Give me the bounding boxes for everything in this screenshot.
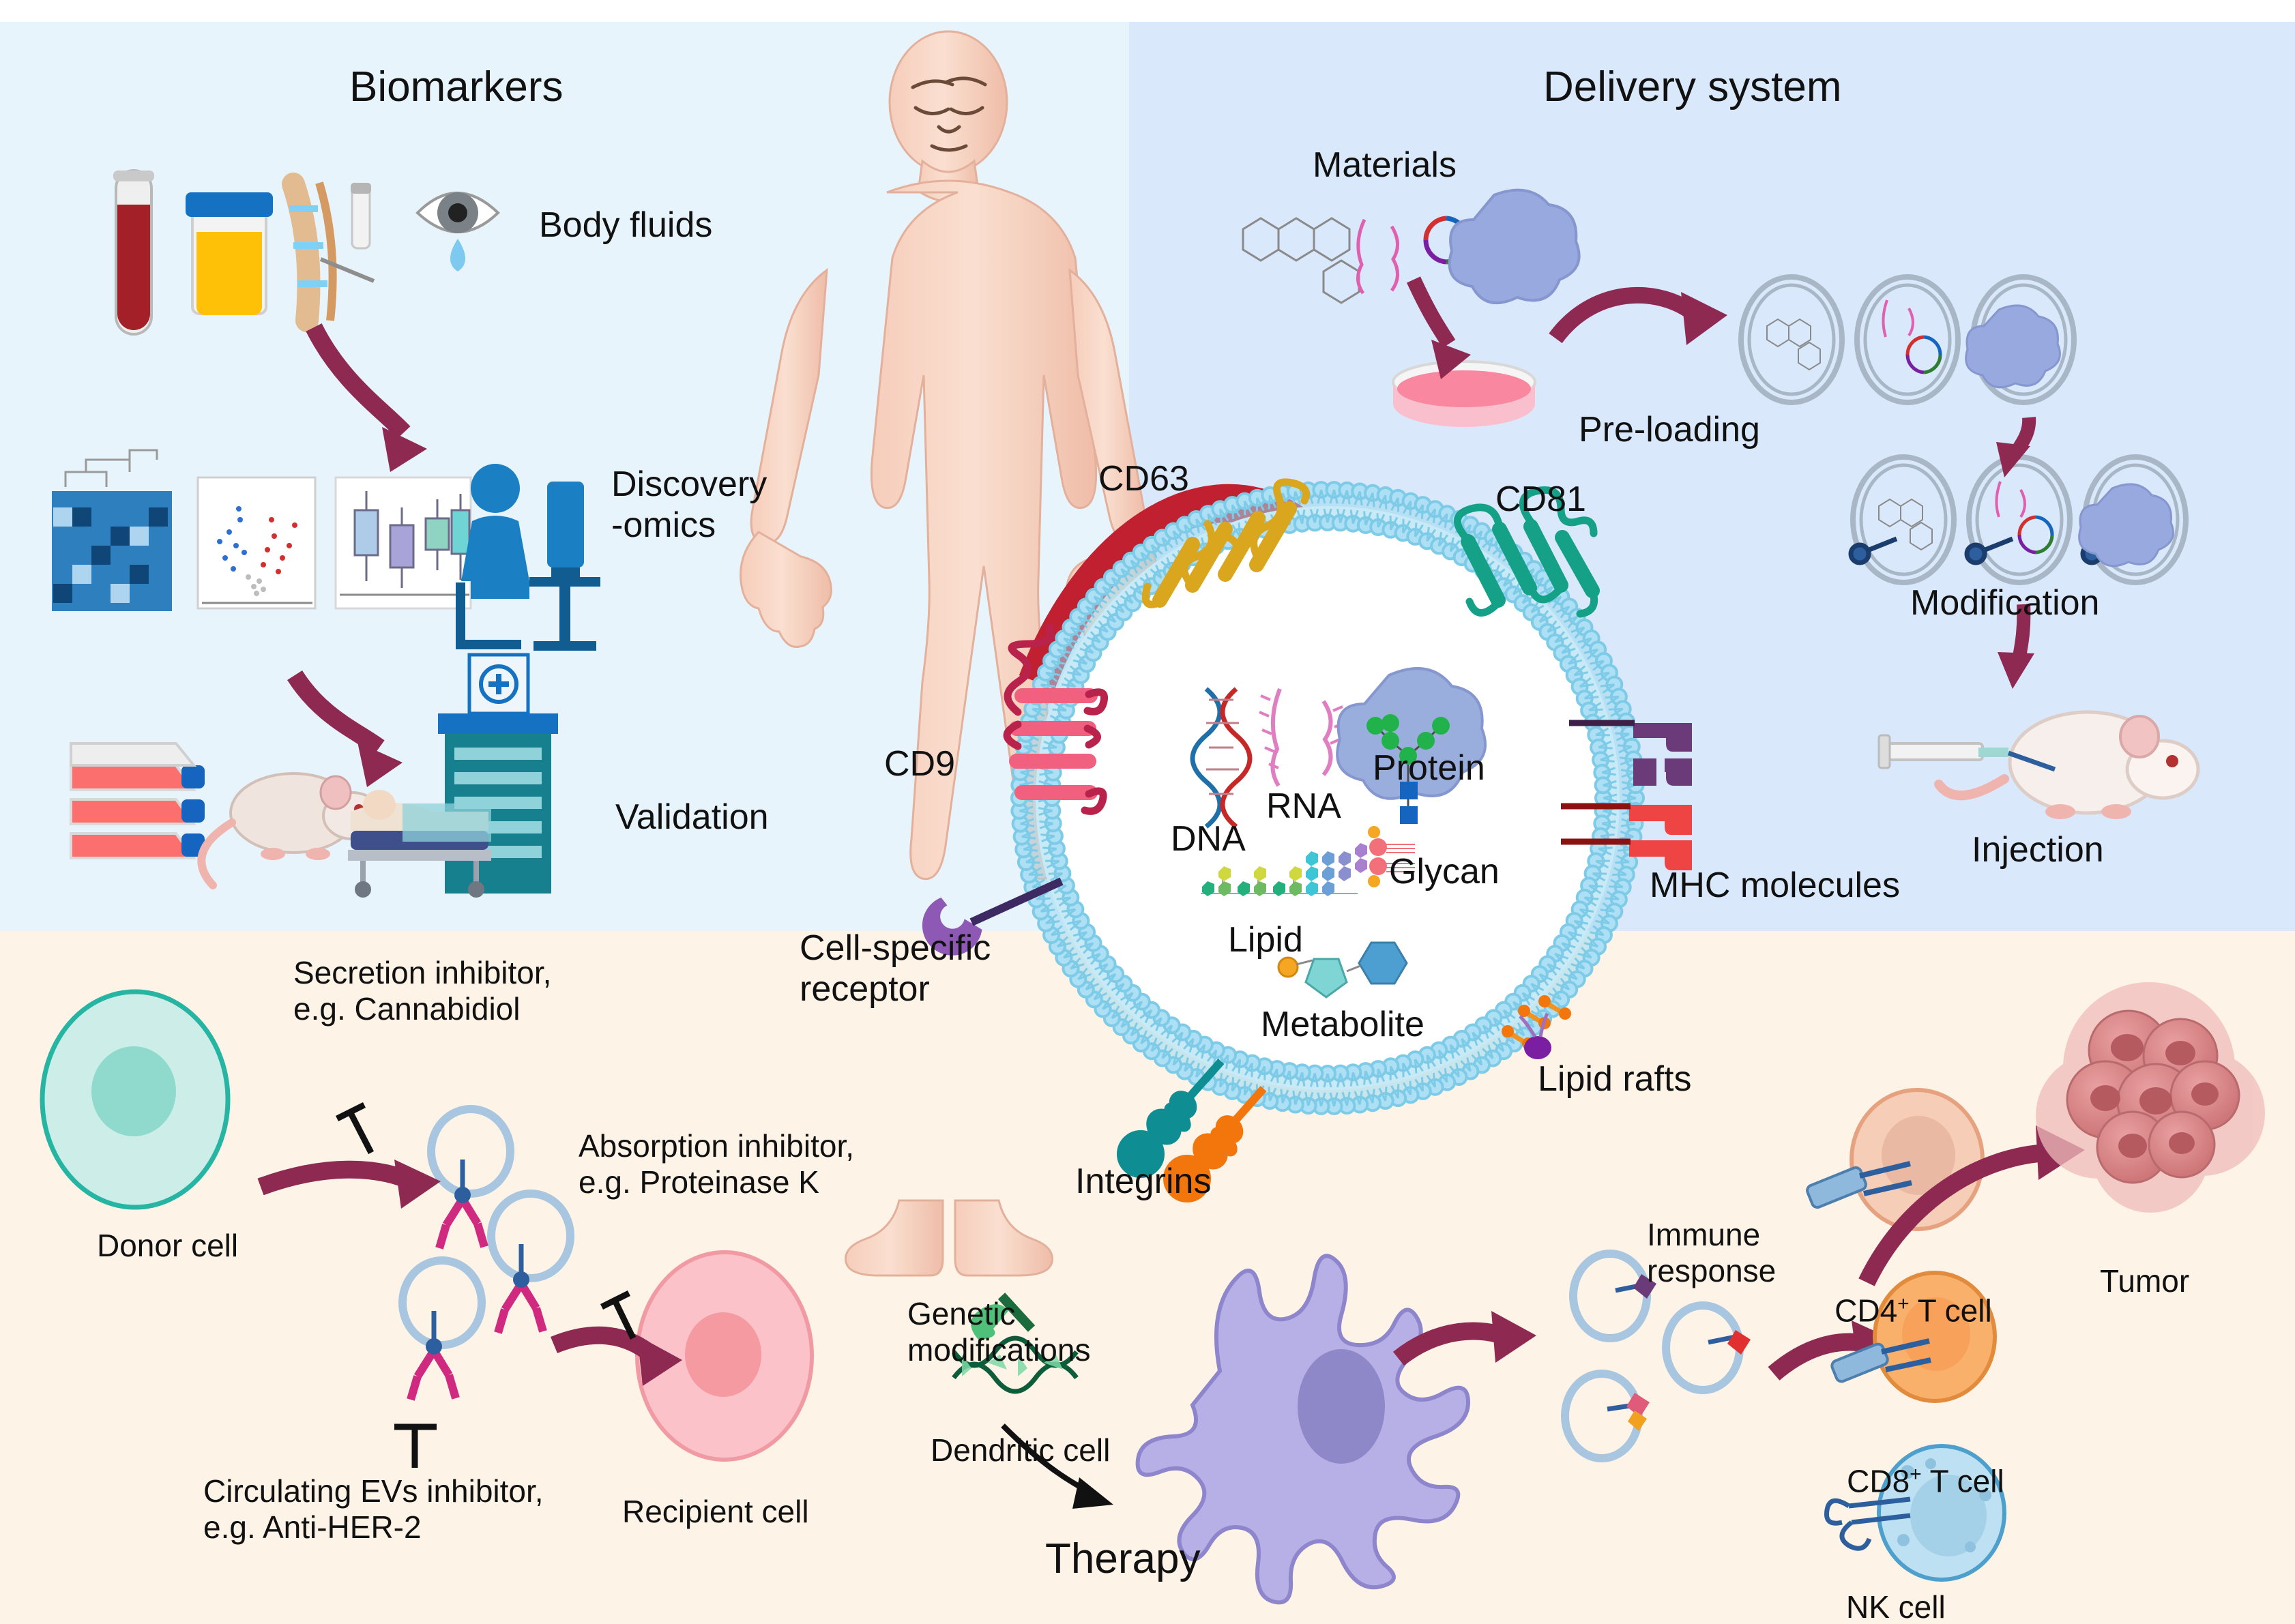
label-lipid: Lipid xyxy=(1228,920,1303,960)
label-body-fluids: Body fluids xyxy=(539,205,713,245)
label-discovery-omics: Discovery -omics xyxy=(611,464,768,546)
label-modification: Modification xyxy=(1910,583,2100,623)
label-pre-loading: Pre-loading xyxy=(1579,410,1760,449)
panel-biomarkers xyxy=(0,22,1129,931)
label-nk-cell: NK cell xyxy=(1846,1589,1946,1624)
label-cd63: CD63 xyxy=(1098,459,1189,499)
label-secretion-inhibitor: Secretion inhibitor, e.g. Cannabidiol xyxy=(293,955,552,1027)
label-dendritic-cell: Dendritic cell xyxy=(931,1432,1111,1468)
label-glycan: Glycan xyxy=(1389,852,1500,891)
label-protein: Protein xyxy=(1373,748,1485,788)
label-cd9: CD9 xyxy=(884,744,956,784)
label-recipient-cell: Recipient cell xyxy=(622,1494,809,1529)
label-cd8-t-cell: CD8+ T cell xyxy=(1847,1463,2004,1499)
label-injection: Injection xyxy=(1972,830,2104,870)
label-cell-specific-receptor: Cell-specific receptor xyxy=(800,928,991,1009)
label-cd4-t-cell: CD4+ T cell xyxy=(1834,1293,1992,1329)
label-lipid-rafts: Lipid rafts xyxy=(1538,1059,1692,1099)
label-donor-cell: Donor cell xyxy=(97,1228,239,1263)
panel-title-biomarkers: Biomarkers xyxy=(349,63,564,110)
panel-title-delivery: Delivery system xyxy=(1543,63,1842,110)
label-absorption-inhibitor: Absorption inhibitor, e.g. Proteinase K xyxy=(579,1128,855,1200)
label-mhc-molecules: MHC molecules xyxy=(1650,866,1900,905)
label-rna: RNA xyxy=(1266,786,1341,826)
label-integrins: Integrins xyxy=(1075,1162,1212,1201)
label-cd81: CD81 xyxy=(1495,479,1586,519)
label-dna: DNA xyxy=(1171,819,1246,859)
label-metabolite: Metabolite xyxy=(1261,1005,1424,1044)
label-materials: Materials xyxy=(1313,145,1457,185)
label-immune-response: Immune response xyxy=(1647,1217,1777,1289)
label-tumor: Tumor xyxy=(2100,1263,2190,1299)
label-validation: Validation xyxy=(615,797,769,837)
label-genetic-modifications: Genetic modifications xyxy=(907,1296,1091,1368)
label-circulating-evs-inhibitor: Circulating EVs inhibitor, e.g. Anti-HER… xyxy=(203,1473,544,1546)
panel-title-therapy: Therapy xyxy=(1045,1535,1201,1582)
